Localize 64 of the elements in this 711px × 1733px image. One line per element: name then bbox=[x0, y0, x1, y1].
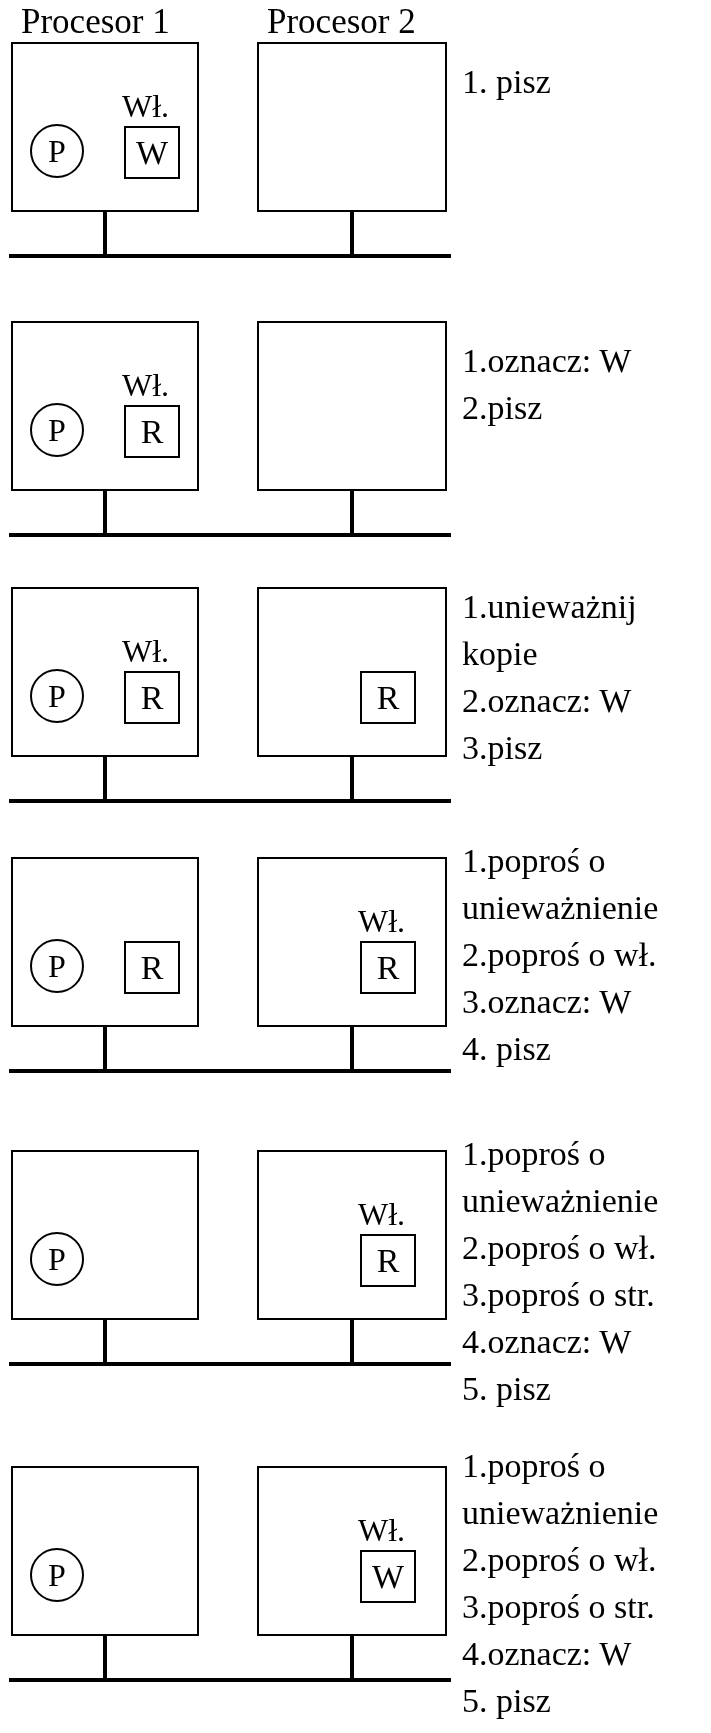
bus-connector bbox=[103, 491, 107, 533]
bus-connector bbox=[103, 1636, 107, 1678]
bus-connector bbox=[103, 212, 107, 254]
bus-connector bbox=[350, 491, 354, 533]
step-text: 4. pisz bbox=[462, 1029, 552, 1069]
processor-box bbox=[257, 587, 447, 757]
bus-connector bbox=[350, 1320, 354, 1362]
bus-connector bbox=[350, 212, 354, 254]
bus-connector bbox=[103, 1027, 107, 1069]
bus-connector bbox=[350, 1636, 354, 1678]
owner-label: Wł. bbox=[358, 1512, 406, 1548]
processor-box bbox=[11, 857, 199, 1027]
processor-heading: Procesor 2 bbox=[267, 4, 416, 40]
processor-box bbox=[11, 1150, 199, 1320]
processor-box bbox=[257, 321, 447, 491]
processor-box bbox=[257, 857, 447, 1027]
step-text: 1.poproś o unieważnienie bbox=[462, 841, 660, 928]
step-text: 4.oznacz: W bbox=[462, 1634, 633, 1674]
step-text: 2.poproś o wł. bbox=[462, 935, 658, 975]
step-text: 3.oznacz: W bbox=[462, 982, 633, 1022]
owner-label: Wł. bbox=[122, 633, 170, 669]
step-text: 1. pisz bbox=[462, 62, 552, 102]
cache-state-letter: R bbox=[140, 678, 164, 717]
step-text: 1.poproś o unieważnienie bbox=[462, 1446, 660, 1533]
bus-connector bbox=[350, 757, 354, 799]
cache-state-letter: R bbox=[376, 948, 400, 987]
processor-heading: Procesor 1 bbox=[21, 4, 170, 40]
step-text: 1.oznacz: W bbox=[462, 341, 633, 381]
cache-state-letter: W bbox=[371, 1557, 405, 1596]
processor-box bbox=[11, 587, 199, 757]
processor-circle: P bbox=[30, 1232, 84, 1286]
processor-box bbox=[11, 1466, 199, 1636]
step-text: 5. pisz bbox=[462, 1369, 552, 1409]
step-text: 3.poproś o str. bbox=[462, 1587, 656, 1627]
cache-state-letter: W bbox=[135, 133, 169, 172]
step-text: 1.poproś o unieważnienie bbox=[462, 1134, 660, 1221]
cache-state-letter: R bbox=[376, 1241, 400, 1280]
step-text: 1.unieważnij kopie bbox=[462, 587, 638, 674]
step-text: 3.poproś o str. bbox=[462, 1275, 656, 1315]
bus-connector bbox=[103, 757, 107, 799]
processor-box bbox=[257, 1150, 447, 1320]
processor-box bbox=[11, 321, 199, 491]
step-text: 2.pisz bbox=[462, 388, 544, 428]
owner-label: Wł. bbox=[122, 88, 170, 124]
step-text: 2.oznacz: W bbox=[462, 681, 633, 721]
cache-state-letter: R bbox=[140, 412, 164, 451]
processor-circle: P bbox=[30, 124, 84, 178]
cache-state-letter: R bbox=[140, 948, 164, 987]
processor-circle: P bbox=[30, 939, 84, 993]
owner-label: Wł. bbox=[358, 1196, 406, 1232]
owner-label: Wł. bbox=[358, 903, 406, 939]
cache-state-letter: R bbox=[376, 678, 400, 717]
step-text: 5. pisz bbox=[462, 1681, 552, 1721]
step-text: 2.poproś o wł. bbox=[462, 1228, 658, 1268]
processor-box bbox=[257, 1466, 447, 1636]
step-text: 2.poproś o wł. bbox=[462, 1540, 658, 1580]
processor-circle: P bbox=[30, 1548, 84, 1602]
processor-circle: P bbox=[30, 403, 84, 457]
processor-circle: P bbox=[30, 669, 84, 723]
bus-connector bbox=[350, 1027, 354, 1069]
owner-label: Wł. bbox=[122, 367, 170, 403]
bus-connector bbox=[103, 1320, 107, 1362]
step-text: 4.oznacz: W bbox=[462, 1322, 633, 1362]
step-text: 3.pisz bbox=[462, 728, 544, 768]
